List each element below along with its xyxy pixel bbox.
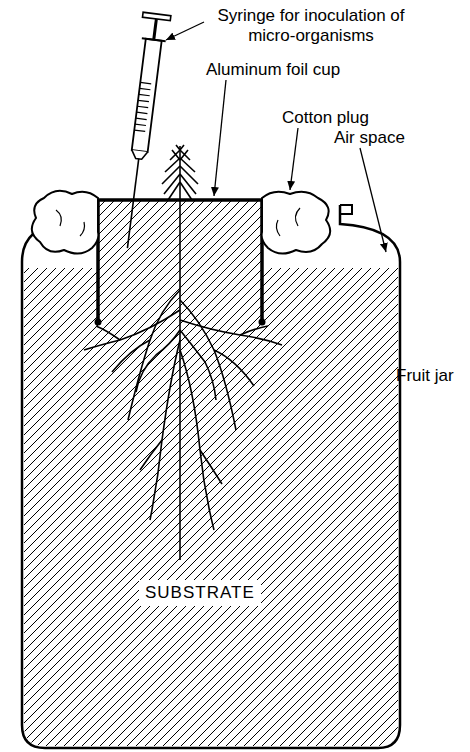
callout-label: Aluminum foil cup — [206, 60, 386, 80]
callout-label: Fruit jar — [396, 366, 466, 386]
callout-label: Syringe for inoculation of micro-organis… — [206, 6, 416, 46]
cotton-plug — [262, 192, 331, 254]
region-label: SUBSTRATE — [139, 580, 261, 606]
callout-label: Air space — [334, 128, 454, 148]
callout-label: Cotton plug — [282, 108, 402, 128]
fruit-jar — [22, 205, 400, 748]
substrate — [24, 268, 398, 746]
syringe — [114, 12, 171, 250]
cotton-plug — [32, 191, 99, 254]
seedling — [84, 145, 282, 560]
